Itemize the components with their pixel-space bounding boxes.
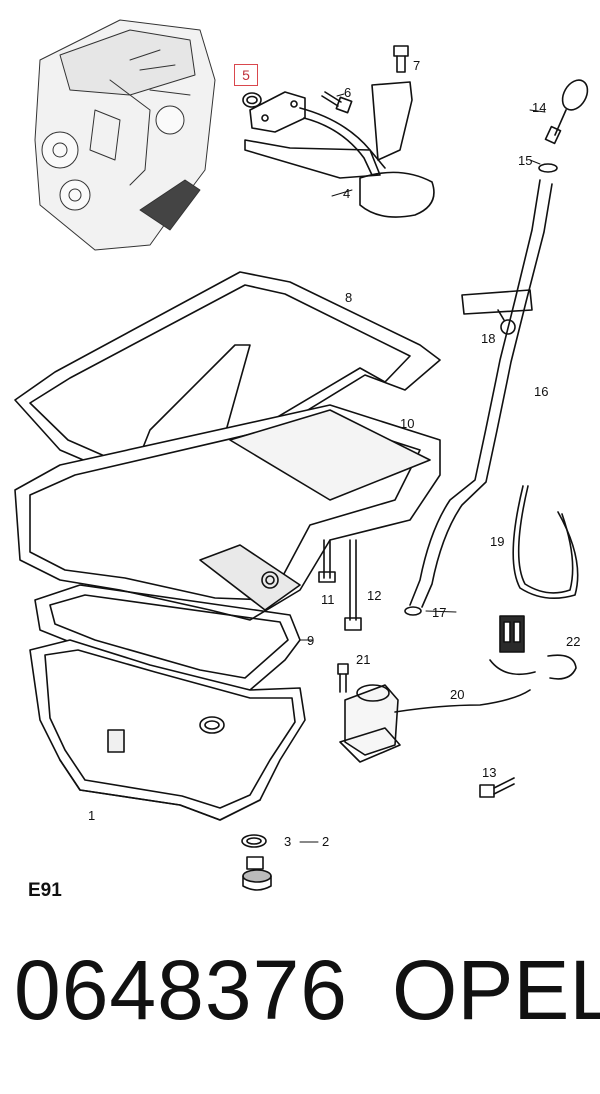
callout-13: 13 <box>482 765 496 780</box>
part-12-bolt <box>344 539 362 631</box>
part-1-lower-oil-pan <box>29 639 306 821</box>
part-9-lower-gasket <box>34 584 301 691</box>
part-13-screw <box>479 777 515 798</box>
callout-6: 6 <box>344 85 351 100</box>
part-18-screw <box>497 309 516 335</box>
callout-15: 15 <box>518 153 532 168</box>
callout-17: 17 <box>432 605 446 620</box>
diagram-code: E91 <box>28 880 62 901</box>
part-16-guide-tube <box>409 179 553 608</box>
part-number: 0648376 <box>14 943 349 1037</box>
part-14-dipstick-handle <box>544 79 589 145</box>
callout-20: 20 <box>450 687 464 702</box>
part-10-upper-oil-pan <box>14 404 441 621</box>
callout-21: 21 <box>356 652 370 667</box>
part-20-oil-level-sensor <box>339 684 531 763</box>
part-22-connector <box>489 615 577 680</box>
part-5-seal-ring <box>242 92 262 108</box>
part-2-drain-plug <box>242 856 272 891</box>
exploded-parts-diagram: 1 2 3 4 6 7 8 9 10 11 12 13 14 15 16 17 … <box>14 19 589 891</box>
callout-1: 1 <box>88 808 95 823</box>
callout-12: 12 <box>367 588 381 603</box>
callout-5-highlighted: 5 <box>242 67 250 83</box>
part-19-sealing-strip <box>512 485 579 600</box>
callout-14: 14 <box>532 100 546 115</box>
callout-18: 18 <box>481 331 495 346</box>
callout-3: 3 <box>284 834 291 849</box>
callout-2: 2 <box>322 834 329 849</box>
callout-16: 16 <box>534 384 548 399</box>
part-3-seal-ring <box>241 834 267 848</box>
callout-22: 22 <box>566 634 580 649</box>
part-11-bolt <box>318 539 336 583</box>
engine-overview-illustration <box>34 19 216 251</box>
part-4-oil-pickup-pipe <box>244 81 435 218</box>
callout-8: 8 <box>345 290 352 305</box>
brand-name: OPEL <box>392 943 600 1037</box>
callout-5-highlight-box <box>234 64 258 86</box>
callout-labels: 1 2 3 4 6 7 8 9 10 11 12 13 14 15 16 17 … <box>88 58 580 849</box>
part-6-screw <box>321 91 353 114</box>
callout-10: 10 <box>400 416 414 431</box>
callout-4: 4 <box>343 186 350 201</box>
callout-11: 11 <box>321 592 335 607</box>
callout-leader-lines <box>299 93 546 843</box>
part-7-screw <box>393 45 409 73</box>
callout-7: 7 <box>413 58 420 73</box>
part-21-screw <box>337 663 349 693</box>
callout-9: 9 <box>307 633 314 648</box>
part-17-seal-ring <box>404 606 422 616</box>
callout-19: 19 <box>490 534 504 549</box>
part-15-seal-ring <box>538 163 558 173</box>
